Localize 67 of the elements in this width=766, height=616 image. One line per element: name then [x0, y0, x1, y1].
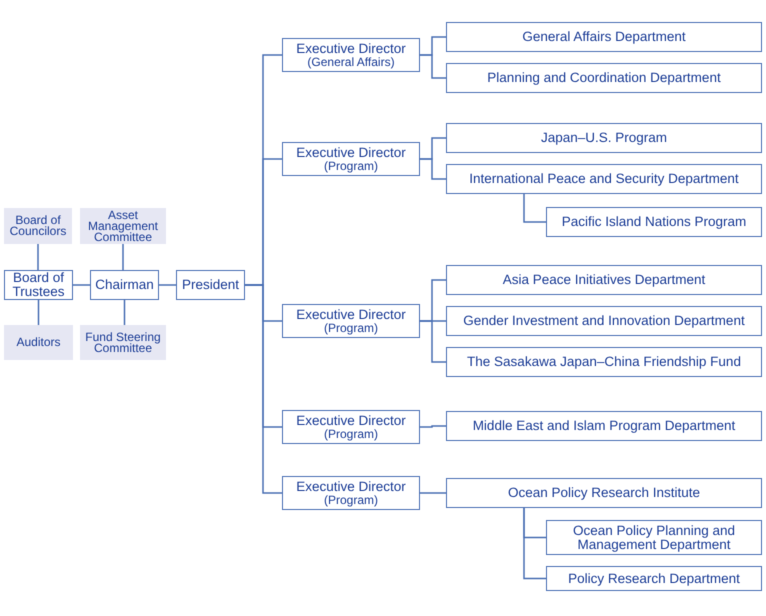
- org-unit-box: [4, 270, 73, 300]
- org-unit-box: [446, 306, 762, 336]
- committee-box: [4, 208, 72, 244]
- connector-line: [73, 284, 90, 286]
- unit-name: Middle East and Islam Program Department: [472, 419, 736, 433]
- org-unit-box: [90, 270, 159, 300]
- unit-name: Ocean Policy Planning and Management Department: [572, 524, 736, 552]
- unit-name: Ocean Policy Research Institute: [508, 486, 700, 500]
- committee-box: [4, 325, 73, 360]
- unit-name: Executive Director: [296, 42, 406, 56]
- org-unit-box: [446, 123, 762, 153]
- unit-name: Gender Investment and Innovation Department: [463, 314, 745, 328]
- connector-line: [420, 492, 446, 494]
- connector-line: [523, 194, 546, 223]
- unit-name: Executive Director: [296, 414, 406, 428]
- org-unit-box: [546, 520, 762, 555]
- unit-name: Auditors: [16, 337, 61, 348]
- org-unit-box: [546, 566, 762, 591]
- unit-name: Executive Director: [296, 146, 406, 160]
- unit-name: International Peace and Security Department: [469, 172, 739, 186]
- connector-line: [523, 508, 546, 580]
- committee-box: [80, 325, 166, 360]
- org-unit-box: [176, 270, 245, 300]
- org-unit-box: [446, 164, 762, 194]
- org-unit-box: [446, 22, 762, 52]
- unit-name: Board of Councilors: [8, 215, 68, 237]
- org-unit-box: [446, 347, 762, 377]
- connector-line: [420, 320, 446, 363]
- connector-line: [38, 300, 40, 325]
- unit-name: President: [182, 278, 240, 292]
- org-unit-box: [282, 410, 420, 444]
- connector-line: [420, 158, 446, 180]
- org-unit-box: [282, 142, 420, 176]
- connector-line: [245, 284, 282, 494]
- org-unit-box: [282, 38, 420, 72]
- unit-name: Chairman: [95, 278, 154, 292]
- org-unit-box: [282, 476, 420, 510]
- unit-name: Executive Director: [296, 308, 406, 322]
- unit-name: Board of Trustees: [11, 271, 66, 299]
- org-unit-box: [446, 63, 762, 93]
- unit-name: Planning and Coordination Department: [487, 71, 721, 85]
- connector-line: [420, 54, 446, 79]
- connector-line: [37, 244, 39, 270]
- org-unit-box: [282, 304, 420, 338]
- unit-name: Policy Research Department: [568, 572, 740, 586]
- unit-name: Japan–U.S. Program: [540, 131, 668, 145]
- org-unit-box: [446, 265, 762, 295]
- org-unit-box: [546, 207, 762, 237]
- unit-subtitle: (Program): [324, 160, 378, 172]
- unit-subtitle: (Program): [324, 322, 378, 334]
- unit-name: General Affairs Department: [522, 30, 686, 44]
- unit-name: Fund Steering Committee: [84, 332, 162, 354]
- connector-line: [420, 425, 446, 428]
- unit-subtitle: (General Affairs): [307, 56, 395, 68]
- connector-line: [122, 244, 124, 270]
- unit-name: Pacific Island Nations Program: [562, 215, 746, 229]
- unit-subtitle: (Program): [324, 428, 378, 440]
- unit-name: Asset Management Committee: [86, 210, 160, 242]
- connector-line: [159, 284, 176, 286]
- unit-name: Asia Peace Initiatives Department: [502, 273, 706, 287]
- unit-name: Executive Director: [296, 480, 406, 494]
- unit-name: The Sasakawa Japan–China Friendship Fund: [467, 355, 741, 369]
- org-unit-box: [446, 478, 762, 508]
- org-unit-box: [446, 411, 762, 441]
- committee-box: [80, 208, 166, 244]
- connector-line: [124, 300, 126, 325]
- unit-subtitle: (Program): [324, 494, 378, 506]
